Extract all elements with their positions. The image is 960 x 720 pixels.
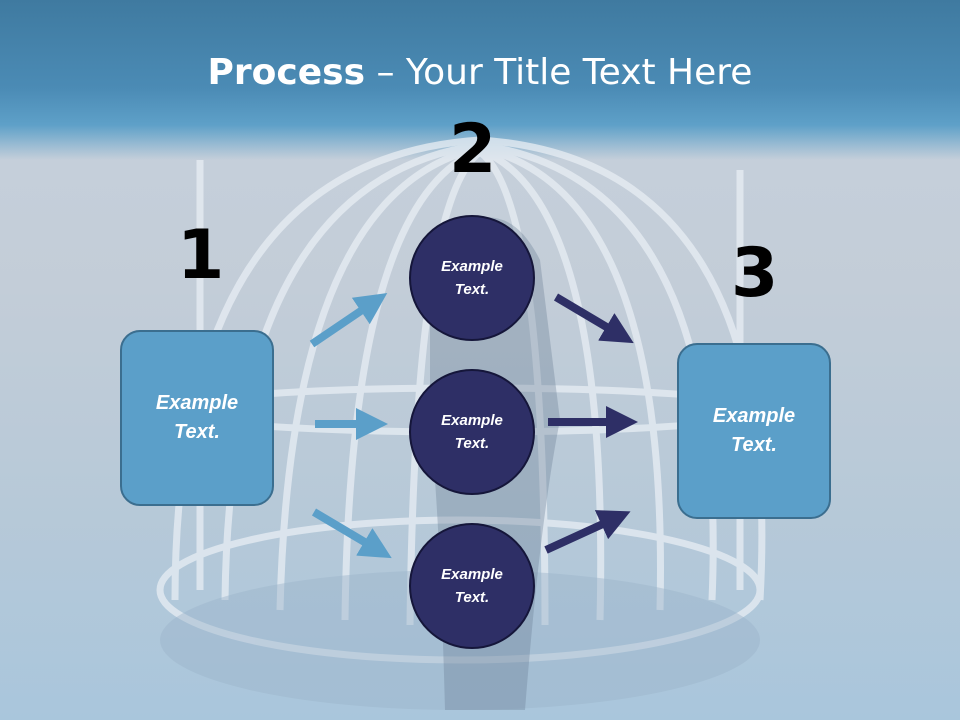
title-bold: Process xyxy=(207,52,366,93)
step-number-1: 1 xyxy=(177,216,225,295)
circle-top: Example Text. xyxy=(409,215,535,341)
arrow-left-up xyxy=(309,293,388,348)
right-box-text: Example Text. xyxy=(712,405,796,456)
circle-top-text: Example Text. xyxy=(441,258,503,298)
step-number-3: 3 xyxy=(731,234,779,313)
right-box: Example Text. xyxy=(677,343,831,519)
arrow-right-down xyxy=(553,293,634,344)
arrow-right-up xyxy=(544,510,631,554)
title-band xyxy=(0,0,960,160)
circle-middle: Example Text. xyxy=(409,369,535,495)
step-number-2: 2 xyxy=(449,110,497,189)
left-box: Example Text. xyxy=(120,330,274,506)
circle-bottom-text: Example Text. xyxy=(441,566,503,606)
circle-middle-text: Example Text. xyxy=(441,412,503,452)
circle-bottom: Example Text. xyxy=(409,523,535,649)
page-title: Process – Your Title Text Here xyxy=(0,52,960,93)
title-rest: – Your Title Text Here xyxy=(365,52,753,93)
left-box-text: Example Text. xyxy=(155,392,239,443)
arrow-left-down xyxy=(311,508,392,559)
